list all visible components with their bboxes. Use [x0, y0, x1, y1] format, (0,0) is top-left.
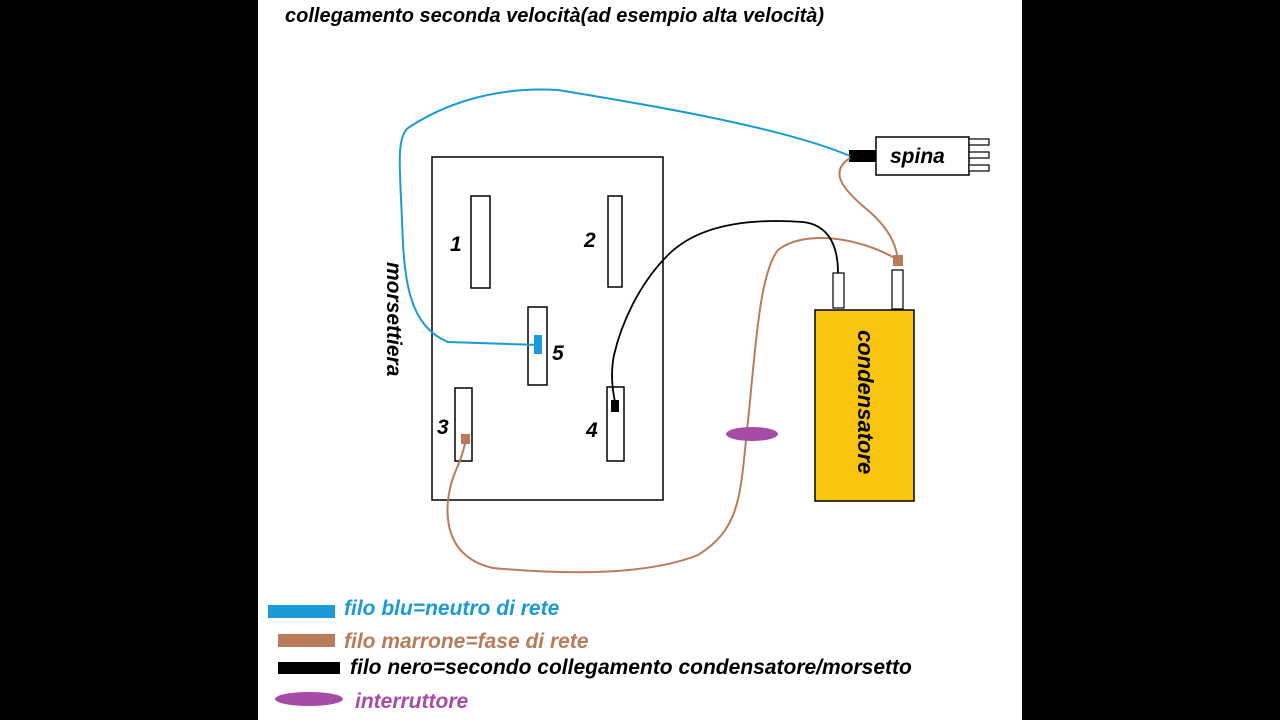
terminal-3-brown-contact	[461, 434, 470, 444]
terminal-1	[470, 195, 491, 289]
terminal-4-black-contact	[611, 400, 619, 412]
condensatore-terminal-left	[832, 272, 845, 309]
morsettiera-box	[431, 156, 664, 501]
wire-brown-plug	[838, 157, 899, 261]
wire-brown-phase	[446, 236, 899, 574]
legend-blue-swatch	[268, 605, 335, 618]
spina-cable-end	[849, 150, 876, 162]
terminal-2-label: 2	[583, 229, 596, 252]
legend-blue-text: filo blu=neutro di rete	[344, 597, 560, 620]
condensatore-terminal-right	[891, 269, 904, 310]
legend-switch-text: interruttore	[355, 690, 468, 713]
legend-black-swatch	[278, 662, 340, 674]
diagram-title: collegamento seconda velocità(ad esempio…	[285, 5, 824, 27]
wire-blue-neutral	[398, 88, 851, 346]
spina-label: spina	[890, 145, 945, 168]
spina-pin-middle	[968, 151, 990, 159]
terminal-5	[527, 306, 548, 386]
terminal-4-label: 4	[585, 419, 598, 442]
terminal-2	[607, 195, 623, 288]
spina-pin-bottom	[968, 164, 990, 172]
spina-body	[875, 136, 970, 176]
terminal-3-label: 3	[437, 416, 449, 439]
legend-switch-swatch	[275, 692, 343, 706]
morsettiera-label: morsettiera	[382, 262, 405, 377]
diagram-canvas: collegamento seconda velocità(ad esempio…	[258, 0, 1022, 720]
interruttore-switch	[726, 427, 778, 441]
legend-brown-swatch	[278, 634, 335, 647]
condensatore-brown-contact	[893, 255, 903, 266]
terminal-1-label: 1	[450, 233, 462, 256]
terminal-4	[606, 386, 625, 462]
spina-pin-top	[968, 138, 990, 146]
legend-black-text: filo nero=secondo collegamento condensat…	[350, 656, 912, 679]
wiring-diagram: collegamento seconda velocità(ad esempio…	[268, 5, 990, 713]
wire-black-secondary	[611, 220, 839, 403]
condensatore-label: condensatore	[853, 330, 878, 474]
terminal-3	[454, 387, 473, 462]
condensatore-body	[814, 309, 915, 502]
terminal-5-label: 5	[552, 342, 564, 365]
legend-brown-text: filo marrone=fase di rete	[344, 630, 589, 653]
terminal-5-blue-contact	[534, 335, 542, 354]
